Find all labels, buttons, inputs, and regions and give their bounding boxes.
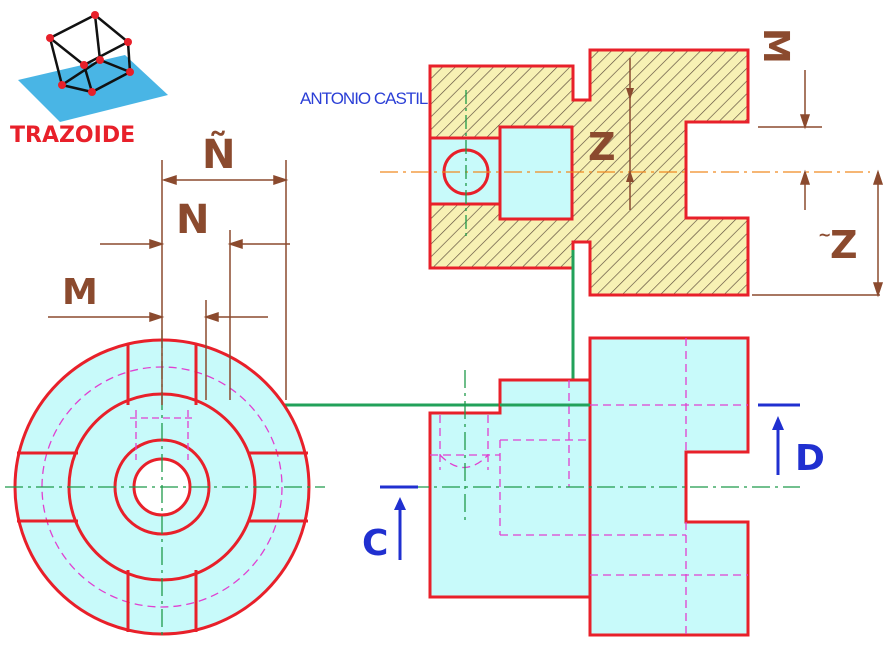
top-section-view: Z	[380, 48, 870, 297]
author-name: ANTONIO CASTILLA	[300, 89, 448, 108]
section-label-c: C	[362, 523, 388, 564]
section-label-d: D	[795, 438, 825, 479]
dim-z-right: Z	[830, 223, 858, 267]
section-cut-c	[380, 485, 418, 560]
dim-m-left: M	[62, 272, 98, 313]
dim-n: N	[176, 197, 209, 243]
logo-text: TRAZOIDE	[10, 123, 135, 148]
dim-n-tilde: Ñ	[202, 130, 235, 178]
dim-m-right: M	[755, 28, 796, 64]
section-cut-d	[758, 403, 800, 475]
side-view	[380, 336, 800, 637]
dim-z-mid: Z	[588, 125, 616, 169]
trazoide-logo: TRAZOIDE	[10, 11, 168, 148]
top-right-dimensions	[752, 70, 884, 298]
section-cavity	[498, 125, 574, 221]
left-dimensions	[48, 160, 290, 405]
front-circular-view	[5, 330, 325, 640]
svg-text:~: ~	[818, 225, 831, 244]
